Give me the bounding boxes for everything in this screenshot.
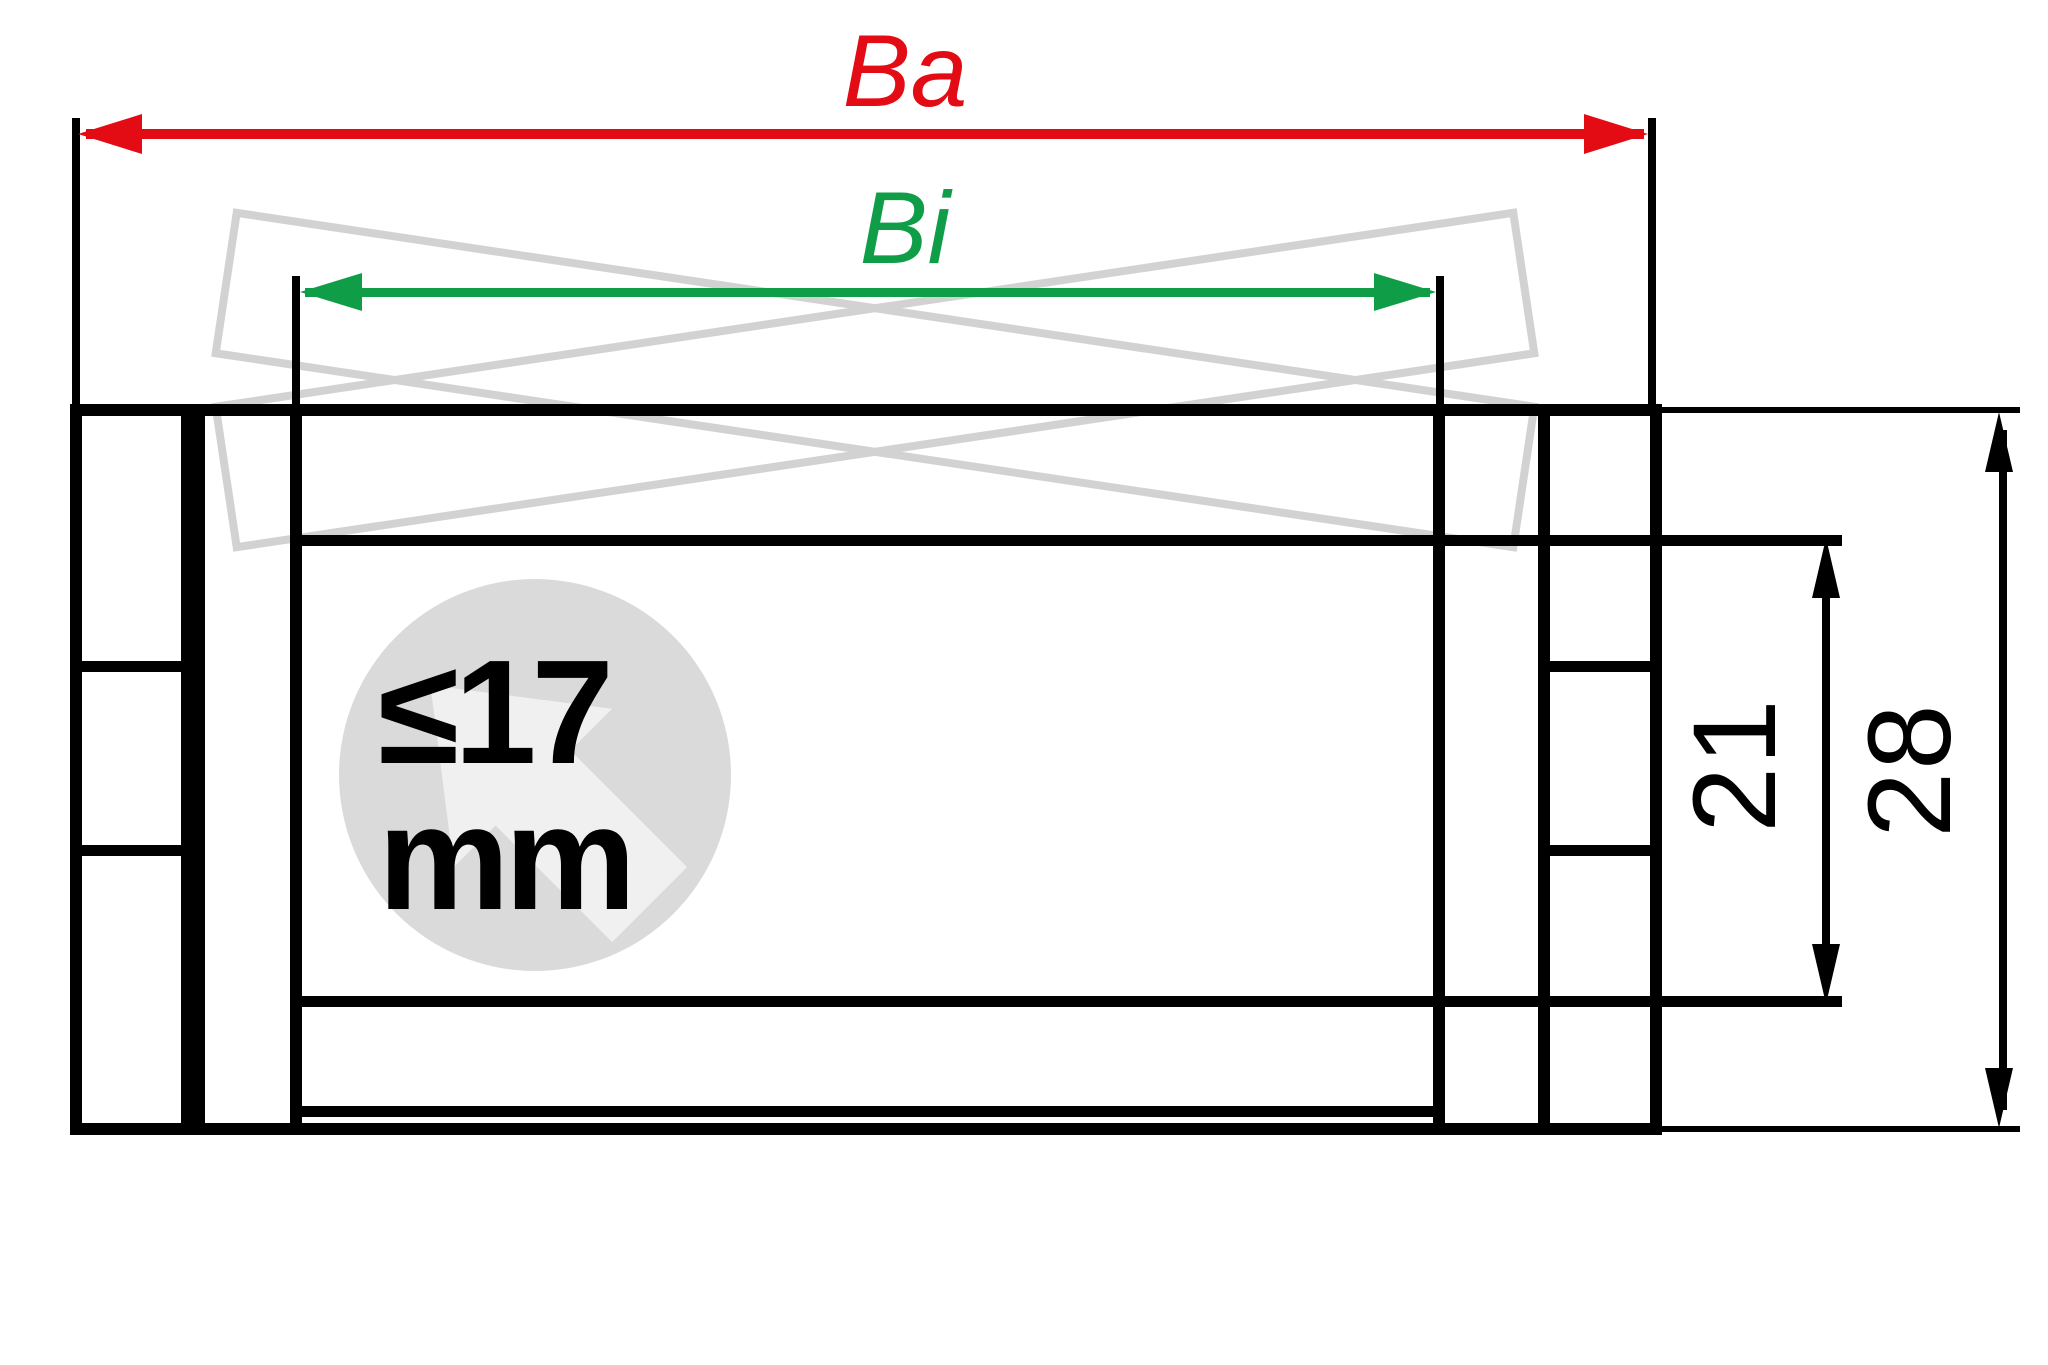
ba-label: Ba: [842, 14, 968, 128]
bi-dimension-line: [305, 288, 1430, 297]
left-bracket-inner-bar: [181, 404, 193, 1135]
outer-height-arrowhead-up-icon: [1985, 412, 2013, 472]
inner-height-dimension-shaft: [1822, 556, 1830, 986]
outer-height-bottom-extension-line: [1662, 1126, 2020, 1132]
left-outer-edge-bar: [70, 404, 82, 1135]
left-bracket-divider-2: [70, 845, 195, 856]
outer-height-dimension-shaft: [1999, 430, 2007, 1110]
inner-height-label: 21: [1669, 697, 1801, 833]
outer-height-label: 28: [1844, 702, 1976, 838]
ba-extension-line-right: [1648, 118, 1656, 410]
capacity-badge-circle: [339, 579, 731, 971]
opening-top-line: [290, 535, 1842, 546]
left-plate-outer-bar: [193, 404, 205, 1135]
ba-extension-line-left: [72, 118, 80, 410]
bottom-crossbar-lower-line: [290, 1106, 1435, 1117]
bi-arrowhead-left-icon: [300, 273, 362, 311]
inner-height-arrowhead-up-icon: [1812, 538, 1840, 598]
structure-bottom-line: [70, 1123, 1662, 1135]
structure-top-line: [70, 404, 1662, 416]
left-plate-inner-bar: [290, 404, 302, 1135]
right-outer-edge-bar: [1650, 404, 1662, 1135]
bi-arrowhead-right-icon: [1374, 273, 1436, 311]
right-plate-outer-bar: [1538, 404, 1550, 1135]
outer-height-arrowhead-down-icon: [1985, 1068, 2013, 1128]
ba-arrowhead-right-icon: [1584, 114, 1648, 154]
capacity-value: ≤17: [378, 630, 614, 795]
capacity-unit: mm: [378, 776, 636, 941]
ba-arrowhead-left-icon: [78, 114, 142, 154]
outer-height-top-extension-line: [1662, 407, 2020, 413]
bi-label: Bi: [859, 171, 951, 285]
ba-dimension-line: [86, 129, 1644, 139]
bi-extension-line-right: [1436, 276, 1444, 410]
right-bracket-divider-1: [1550, 661, 1662, 672]
right-bracket-divider-2: [1550, 845, 1662, 856]
right-plate-inner-bar: [1433, 404, 1445, 1135]
opening-bottom-line: [290, 996, 1842, 1007]
bi-extension-line-left: [292, 276, 300, 410]
left-bracket-divider-1: [70, 661, 195, 672]
inner-height-arrowhead-down-icon: [1812, 944, 1840, 1004]
